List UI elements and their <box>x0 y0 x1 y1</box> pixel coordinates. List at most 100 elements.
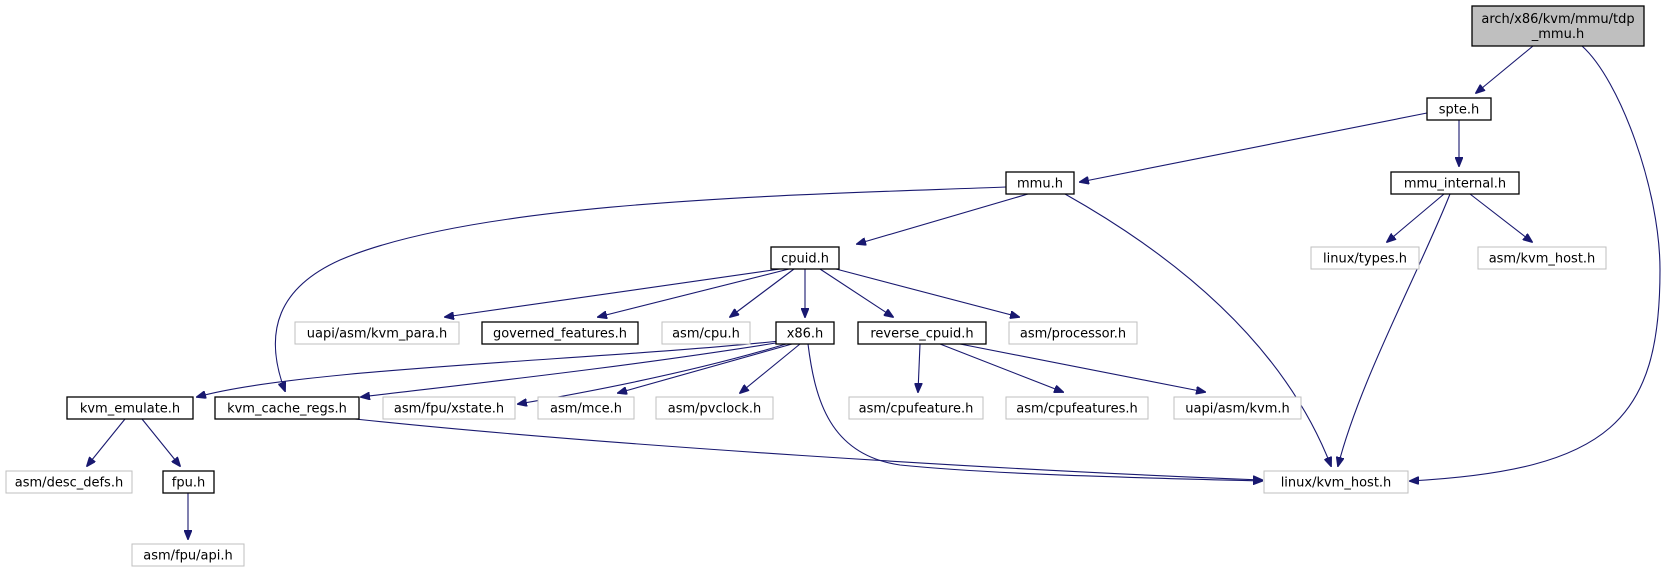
node-label: mmu_internal.h <box>1404 177 1506 192</box>
node-box <box>1173 396 1302 420</box>
edge-spte-to-mmu <box>1080 112 1428 182</box>
node-label: asm/processor.h <box>1020 327 1126 342</box>
node-box <box>1005 396 1149 420</box>
edge-cpuid-to-asm-cpu <box>730 268 795 317</box>
edge-mmu-internal-to-asm-kvm-host <box>1469 193 1532 242</box>
node-box <box>1477 246 1607 270</box>
node-asm-processor: asm/processor.h <box>1008 321 1138 345</box>
node-asm-fpu-api: asm/fpu/api.h <box>131 543 245 567</box>
node-box <box>131 543 245 567</box>
edge-x86-to-kvm-cache-regs <box>361 341 783 397</box>
node-box <box>857 321 987 345</box>
edge-cpuid-to-asm-processor <box>835 268 1019 317</box>
node-label: spte.h <box>1439 103 1480 118</box>
node-label: linux/kvm_host.h <box>1281 476 1392 491</box>
node-reverse-cpuid[interactable]: reverse_cpuid.h <box>857 321 987 345</box>
node-kvm-cache-regs[interactable]: kvm_cache_regs.h <box>214 396 360 420</box>
node-label: asm/fpu/api.h <box>143 549 232 564</box>
node-box <box>537 396 635 420</box>
node-box <box>1310 246 1420 270</box>
node-label: uapi/asm/kvm.h <box>1185 402 1290 417</box>
node-box <box>5 470 133 494</box>
edge-kvm-emulate-to-asm-desc-defs <box>87 418 126 466</box>
edges-layer <box>87 45 1661 539</box>
node-linux-kvm-host: linux/kvm_host.h <box>1263 470 1409 494</box>
edge-reverse-cpuid-to-asm-cpufeature <box>918 343 920 392</box>
edge-x86-to-kvm-emulate <box>197 340 781 397</box>
edge-mmu-to-linux-kvm-host <box>1064 193 1331 466</box>
node-asm-cpu: asm/cpu.h <box>661 321 751 345</box>
node-mmu-internal[interactable]: mmu_internal.h <box>1390 171 1520 195</box>
edge-mmu-internal-to-linux-types <box>1387 193 1445 242</box>
node-box <box>66 396 194 420</box>
node-fpu[interactable]: fpu.h <box>162 470 215 494</box>
node-label: asm/desc_defs.h <box>15 476 123 491</box>
node-label: asm/mce.h <box>550 402 622 417</box>
node-x86[interactable]: x86.h <box>775 321 835 345</box>
node-box <box>1426 97 1492 121</box>
edge-cpuid-to-uapi-kvm-para <box>445 268 781 317</box>
node-box <box>214 396 360 420</box>
node-label: mmu.h <box>1017 177 1063 192</box>
edge-kvm-cache-regs-to-linux-kvm-host <box>354 418 1262 480</box>
node-asm-fpu-xstate: asm/fpu/xstate.h <box>382 396 516 420</box>
node-label: asm/cpufeatures.h <box>1016 402 1138 417</box>
node-box <box>655 396 774 420</box>
edge-root-to-spte <box>1476 45 1534 93</box>
node-label: _mmu.h <box>1531 27 1584 42</box>
node-box <box>1005 171 1075 195</box>
node-label: asm/kvm_host.h <box>1489 252 1596 267</box>
node-cpuid[interactable]: cpuid.h <box>770 246 840 270</box>
node-label: uapi/asm/kvm_para.h <box>307 327 448 342</box>
node-box <box>1263 470 1409 494</box>
node-asm-desc-defs: asm/desc_defs.h <box>5 470 133 494</box>
node-box <box>848 396 984 420</box>
node-spte[interactable]: spte.h <box>1426 97 1492 121</box>
node-asm-cpufeatures: asm/cpufeatures.h <box>1005 396 1149 420</box>
node-asm-kvm-host: asm/kvm_host.h <box>1477 246 1607 270</box>
node-box <box>1390 171 1520 195</box>
node-asm-cpufeature: asm/cpufeature.h <box>848 396 984 420</box>
node-asm-pvclock: asm/pvclock.h <box>655 396 774 420</box>
nodes-layer: arch/x86/kvm/mmu/tdp_mmu.h spte.h mmu.h mmu… <box>5 5 1645 567</box>
node-label: linux/types.h <box>1323 252 1407 267</box>
node-box <box>1008 321 1138 345</box>
node-label: asm/cpu.h <box>672 327 740 342</box>
node-root[interactable]: arch/x86/kvm/mmu/tdp_mmu.h <box>1471 5 1645 47</box>
node-label: x86.h <box>787 327 824 342</box>
edge-kvm-emulate-to-fpu <box>141 418 180 466</box>
edge-x86-to-asm-fpu-xstate <box>518 343 787 404</box>
edge-root-to-linux-kvm-host <box>1410 45 1661 481</box>
edge-cpuid-to-reverse-cpuid <box>819 268 893 317</box>
node-box <box>382 396 516 420</box>
node-uapi-kvm: uapi/asm/kvm.h <box>1173 396 1302 420</box>
node-label: arch/x86/kvm/mmu/tdp <box>1481 12 1634 27</box>
node-kvm-emulate[interactable]: kvm_emulate.h <box>66 396 194 420</box>
node-label: fpu.h <box>172 476 205 491</box>
node-asm-mce: asm/mce.h <box>537 396 635 420</box>
node-linux-types: linux/types.h <box>1310 246 1420 270</box>
edge-reverse-cpuid-to-uapi-kvm <box>959 343 1205 392</box>
node-governed-features[interactable]: governed_features.h <box>481 321 639 345</box>
node-box <box>162 470 215 494</box>
node-label: asm/pvclock.h <box>668 402 762 417</box>
edge-x86-to-asm-pvclock <box>740 343 801 393</box>
node-label: governed_features.h <box>493 327 627 342</box>
node-uapi-kvm-para: uapi/asm/kvm_para.h <box>294 321 460 345</box>
node-label: reverse_cpuid.h <box>870 327 973 342</box>
node-label: kvm_emulate.h <box>80 402 180 417</box>
node-mmu[interactable]: mmu.h <box>1005 171 1075 195</box>
node-box <box>294 321 460 345</box>
edge-mmu-internal-to-linux-kvm-host <box>1338 193 1451 466</box>
edge-cpuid-to-governed-features <box>598 268 790 317</box>
node-box <box>661 321 751 345</box>
edge-mmu-to-cpuid <box>857 193 1029 244</box>
edge-mmu-to-kvm-cache-regs <box>274 186 1007 391</box>
node-label: asm/cpufeature.h <box>859 402 974 417</box>
node-label: asm/fpu/xstate.h <box>394 402 504 417</box>
node-label: cpuid.h <box>781 252 829 267</box>
node-label: kvm_cache_regs.h <box>227 402 347 417</box>
node-box <box>770 246 840 270</box>
node-box <box>481 321 639 345</box>
